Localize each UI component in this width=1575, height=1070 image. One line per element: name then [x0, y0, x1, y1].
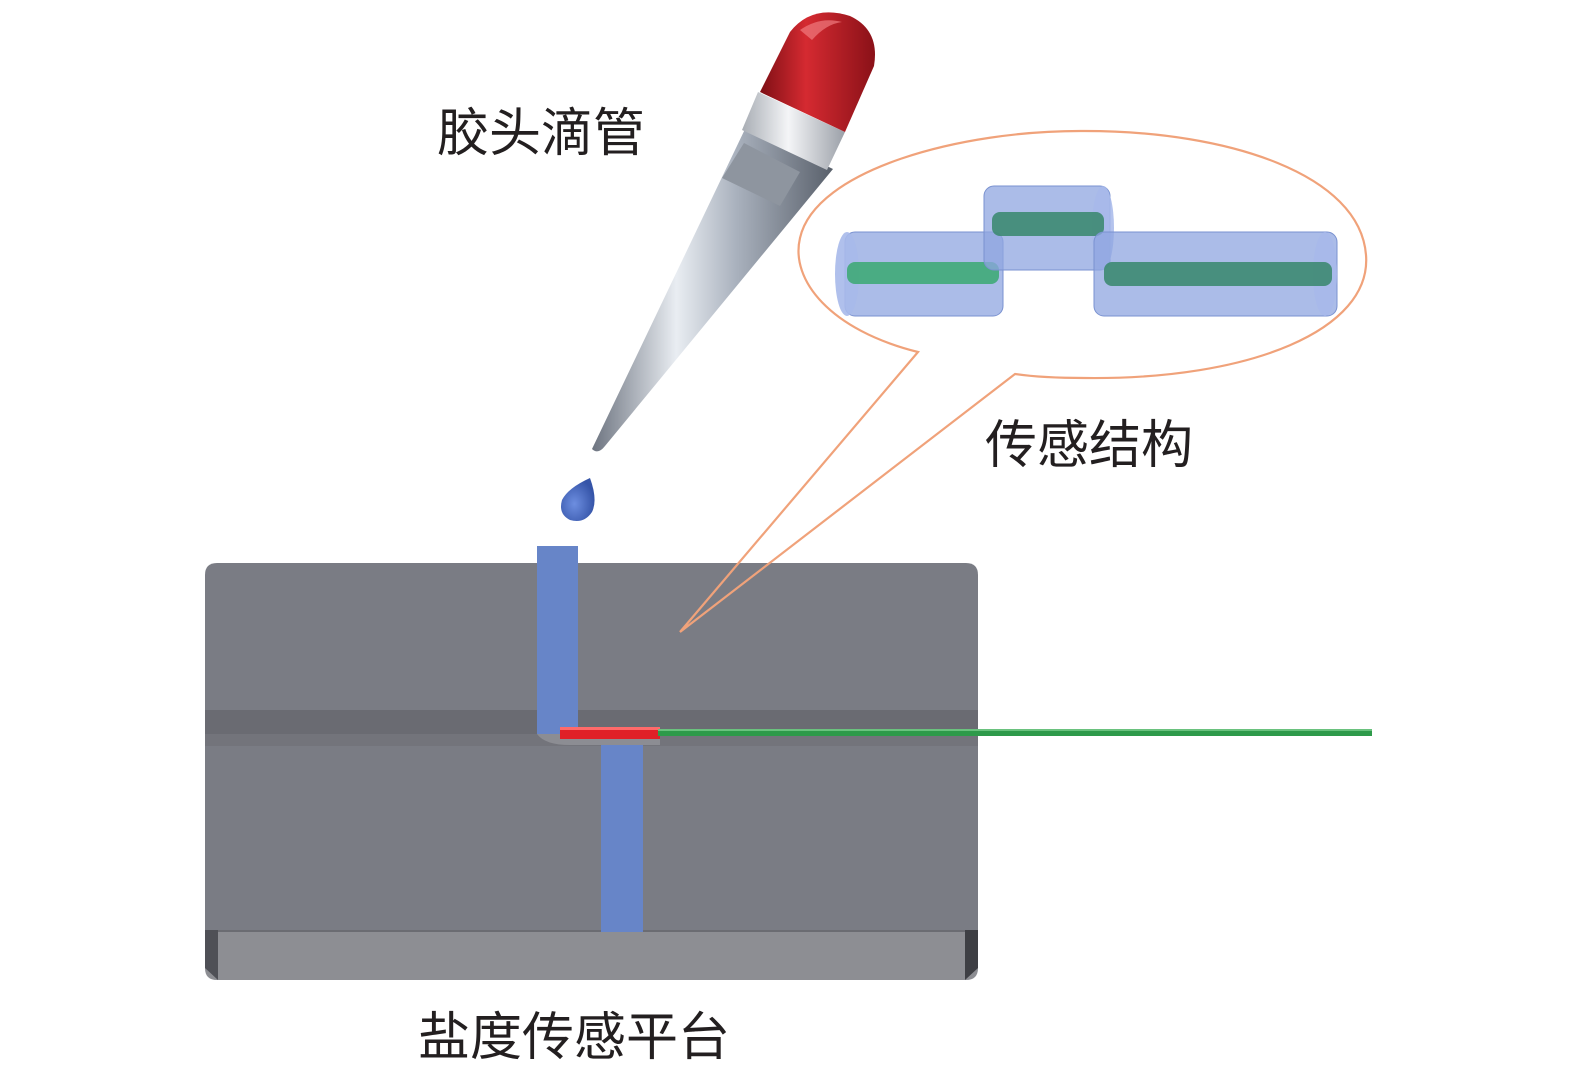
- dropper-band: [722, 143, 800, 206]
- sensor-element-highlight: [560, 727, 660, 730]
- capillary-sensor-structure: [835, 185, 1338, 317]
- liquid-channel-lower: [601, 745, 643, 932]
- dropper-label: 胶头滴管: [437, 104, 646, 164]
- capillary-left-core: [847, 262, 999, 284]
- liquid-channel-upper: [537, 546, 578, 734]
- droplet-icon: [561, 478, 595, 521]
- callout-bubble: [679, 129, 1368, 633]
- platform-label: 盐度传感平台: [418, 1008, 731, 1068]
- sensor-structure-label: 传感结构: [985, 416, 1194, 476]
- sensor-structure-callout: [679, 129, 1368, 633]
- platform-top-block: [205, 563, 978, 930]
- salinity-sensing-platform: [205, 546, 1372, 980]
- capillary-middle-core: [992, 212, 1104, 236]
- dropper-bulb-shine: [800, 20, 842, 40]
- capillary-right-core: [1104, 262, 1332, 286]
- dropper-tip: [592, 127, 833, 452]
- dropper-bulb: [760, 12, 875, 132]
- dropper-collar: [742, 92, 845, 170]
- rubber-bulb-dropper-icon: [592, 12, 875, 452]
